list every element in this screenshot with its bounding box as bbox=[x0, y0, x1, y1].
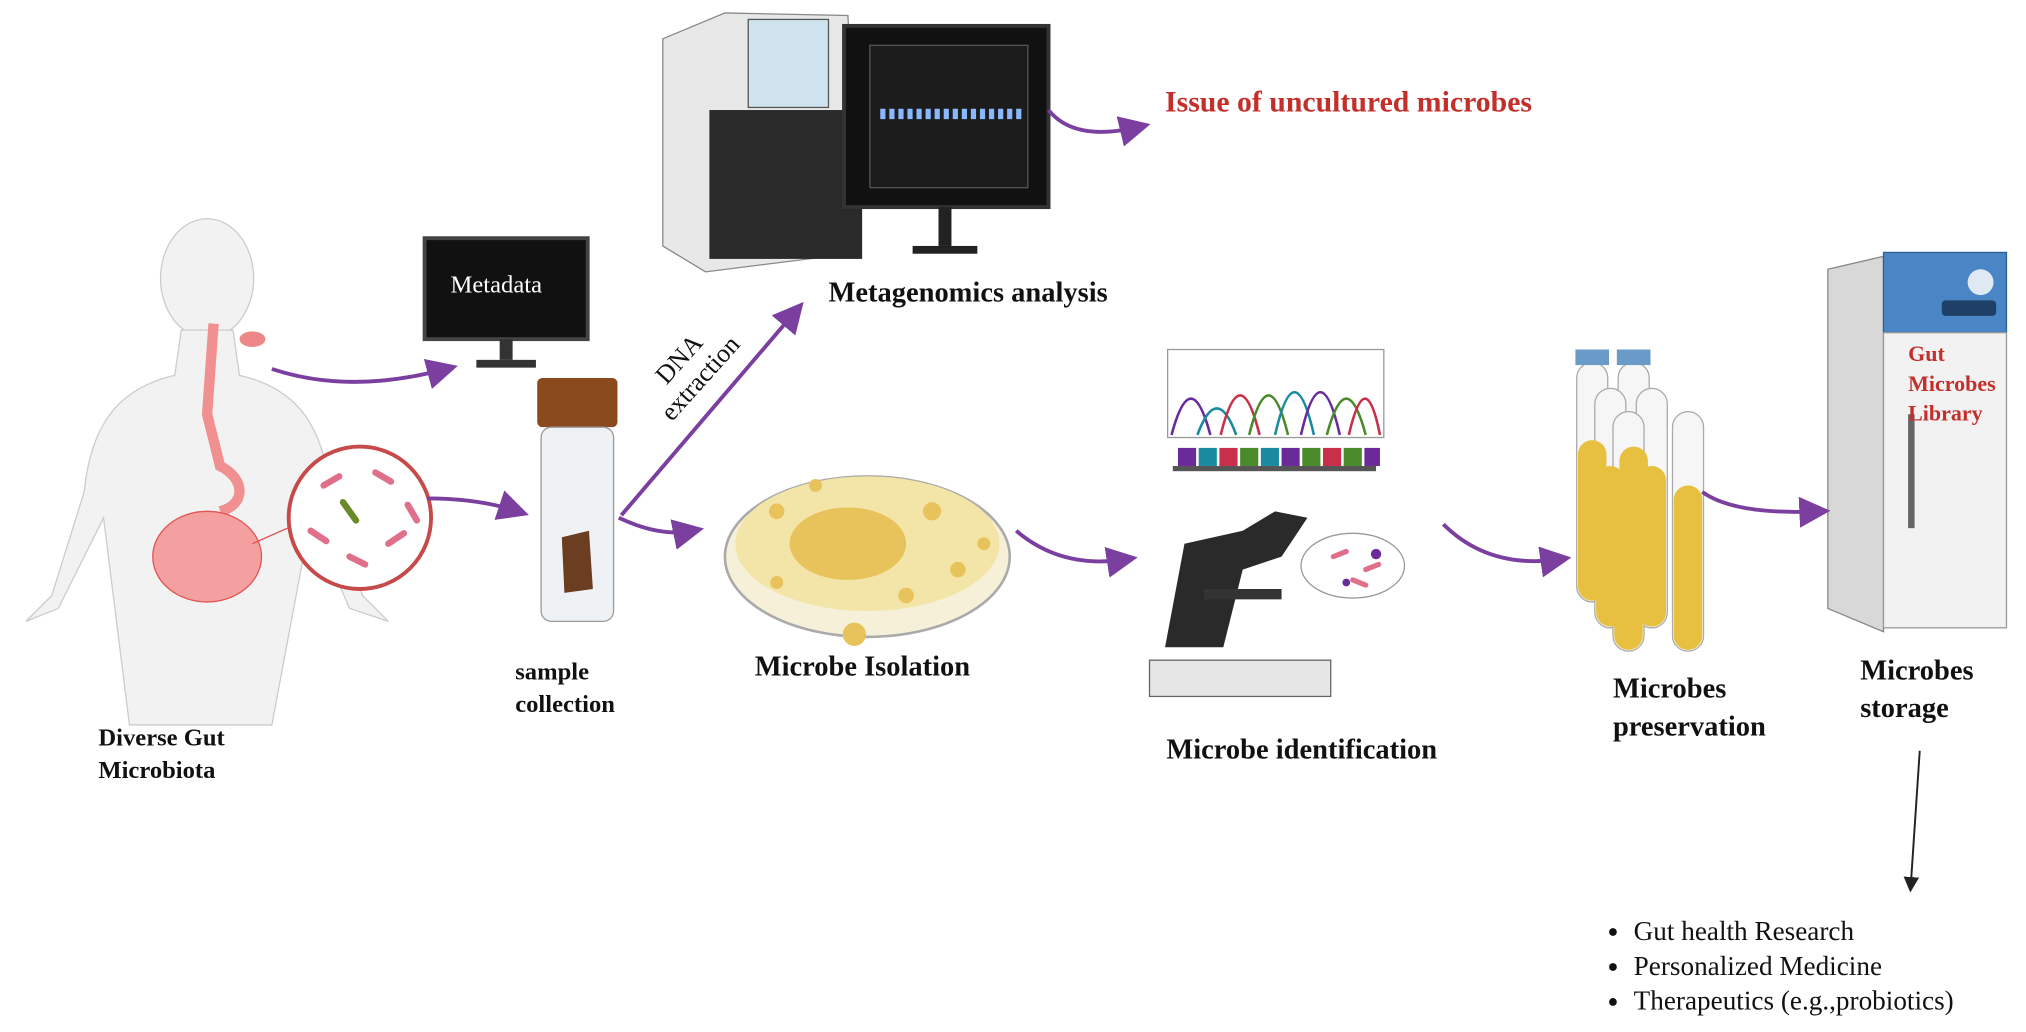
library-line: Microbes bbox=[1908, 371, 1996, 397]
collection-text: collection bbox=[515, 690, 615, 719]
isolation-label: Microbe Isolation bbox=[754, 649, 971, 683]
preservation-tubes-icon bbox=[1575, 349, 1705, 652]
arrow-to-applications bbox=[1903, 750, 1921, 893]
list-item: Gut health Research bbox=[1634, 914, 1954, 949]
chromatogram-icon bbox=[1166, 348, 1385, 472]
applications-list: Gut health Research Personalized Medicin… bbox=[1600, 914, 1954, 1019]
arrow-to-storage bbox=[1701, 490, 1831, 528]
petri-dish-icon bbox=[723, 475, 1012, 646]
microbiota-text: Microbiota bbox=[98, 756, 216, 785]
metadata-monitor-icon bbox=[422, 236, 590, 368]
gut-text: Diverse Gut bbox=[98, 724, 225, 753]
human-body-icon bbox=[25, 218, 434, 726]
identification-label: Microbe identification bbox=[1166, 732, 1438, 766]
preservation-text: preservation bbox=[1612, 708, 1766, 742]
library-line: Library bbox=[1908, 401, 1983, 426]
metagenomics-label: Metagenomics analysis bbox=[828, 275, 1108, 309]
microbes-text: Microbes bbox=[1860, 653, 1974, 687]
metadata-label: Metadata bbox=[450, 271, 542, 300]
issue-label: Issue of uncultured microbes bbox=[1165, 85, 1533, 118]
arrow-to-preservation bbox=[1441, 522, 1572, 578]
microscope-icon bbox=[1148, 511, 1406, 698]
sample-collection-label: sample collection bbox=[515, 658, 615, 722]
storage-text: storage bbox=[1860, 690, 1949, 724]
arrow-to-metadata bbox=[271, 358, 458, 389]
arrow-to-tube bbox=[427, 490, 529, 520]
sequencer-icon bbox=[662, 12, 1051, 273]
freezer-icon bbox=[1827, 251, 2008, 633]
sample-text: sample bbox=[515, 658, 589, 687]
microbes-text: Microbes bbox=[1612, 671, 1727, 705]
sample-tube-icon bbox=[537, 377, 618, 623]
library-line: Gut bbox=[1908, 341, 1945, 367]
arrow-to-issue bbox=[1047, 108, 1151, 147]
arrow-to-identification bbox=[1014, 529, 1138, 578]
list-item: Personalized Medicine bbox=[1634, 949, 1954, 984]
list-item: Therapeutics (e.g.,probiotics) bbox=[1634, 984, 1954, 1019]
arrow-to-isolation bbox=[617, 516, 704, 550]
arrow-dna-extraction bbox=[619, 301, 804, 517]
